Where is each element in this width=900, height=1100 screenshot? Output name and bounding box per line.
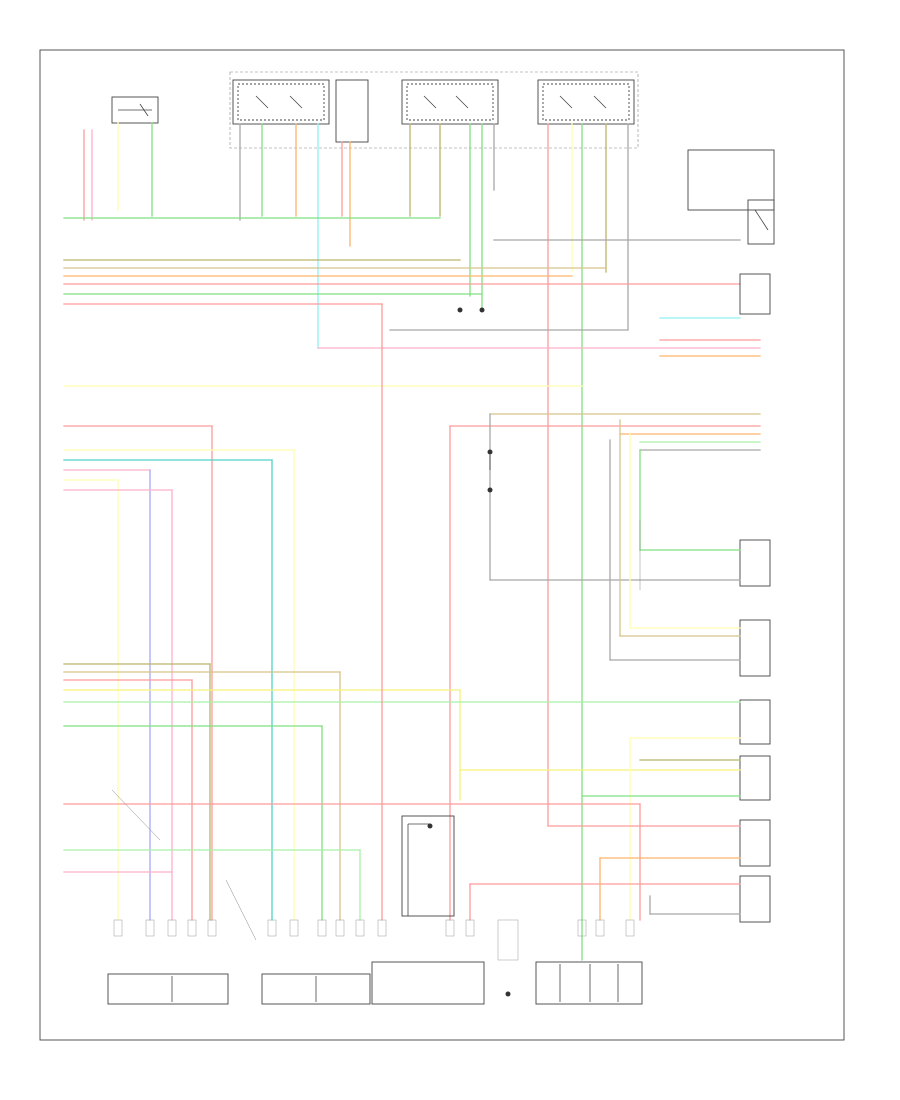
right-connector-stack (739, 273, 771, 923)
top-components (111, 71, 639, 149)
upper-horizontal-bus (63, 217, 761, 357)
top-seat-control-switch (111, 96, 159, 124)
top-right-switch (537, 79, 635, 125)
top-center-switch-right (401, 79, 499, 125)
middle-wires (63, 385, 761, 921)
bottom-module-1 (107, 973, 229, 1005)
memory-module-top-right (687, 149, 775, 245)
bottom-modules (107, 919, 643, 1005)
diagram-frame (39, 49, 845, 1041)
top-vertical-wires (83, 122, 629, 921)
bottom-fuse-block (401, 815, 455, 917)
bottom-module-4 (497, 919, 519, 961)
top-center-switch-left (232, 79, 330, 125)
top-fuse-pillar (335, 79, 369, 143)
leader-lines (111, 520, 641, 941)
bottom-connector-ticks (113, 919, 635, 937)
bottom-module-3 (371, 961, 485, 1005)
ground-node-2 (479, 307, 485, 313)
bottom-module-2 (261, 973, 371, 1005)
center-sensor (487, 449, 493, 493)
lower-horizontal-bus (63, 303, 741, 961)
bottom-module-5 (535, 961, 643, 1005)
ground-node-1 (457, 307, 463, 313)
